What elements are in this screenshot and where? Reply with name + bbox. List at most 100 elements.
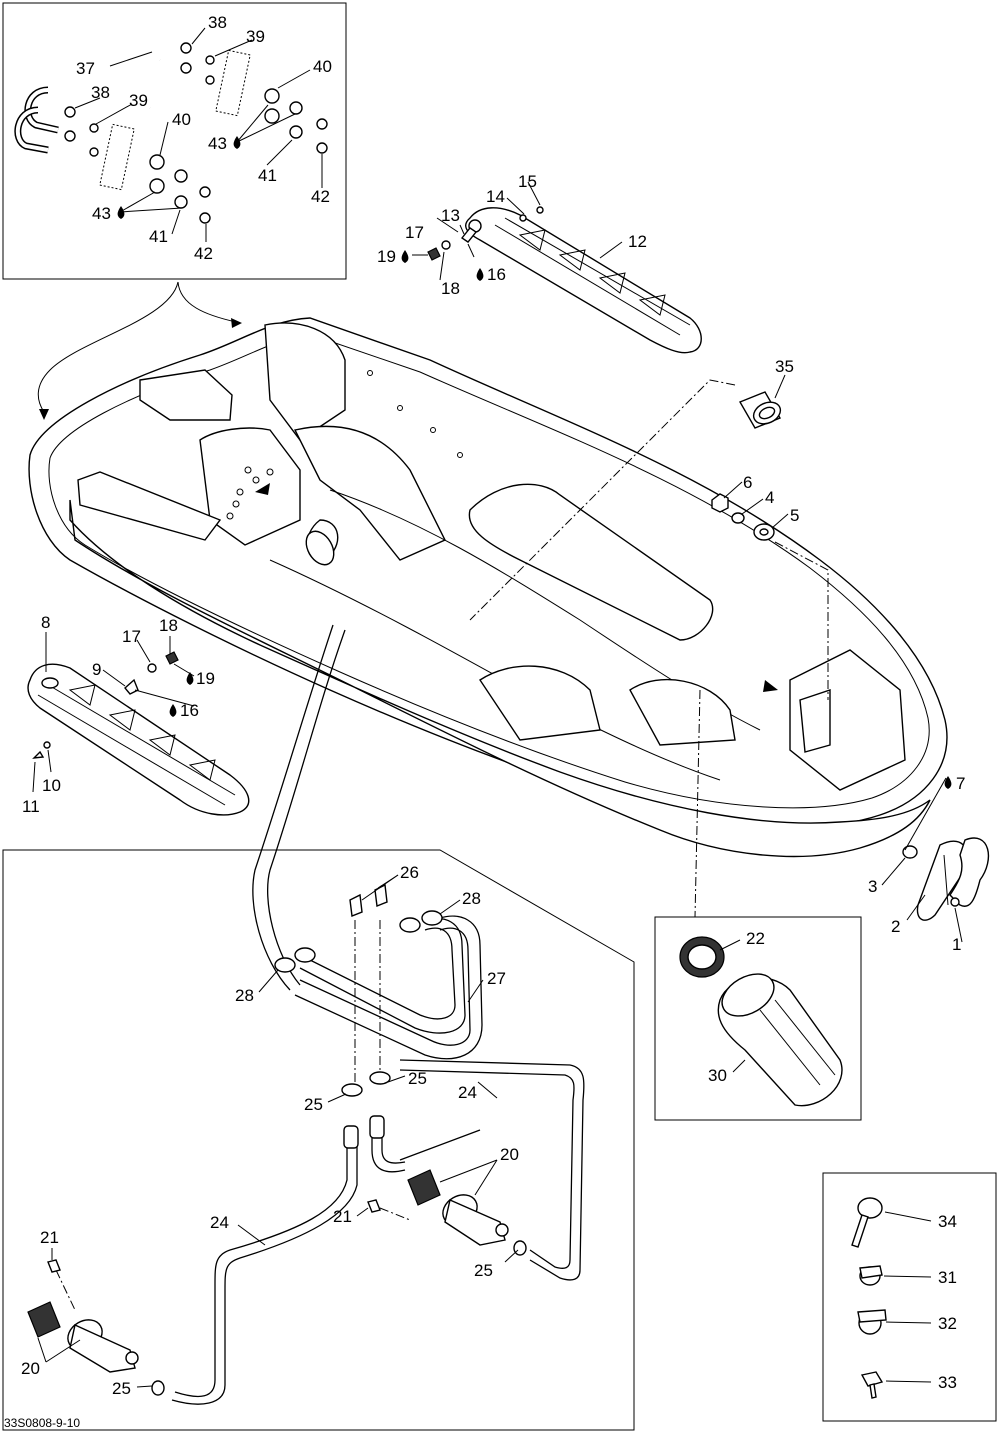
assembly-line-cap	[694, 689, 701, 918]
callout-30: 30	[708, 1066, 727, 1085]
callout-19: 19	[196, 669, 215, 688]
callout-6: 6	[743, 473, 752, 492]
fasteners-upper	[427, 206, 544, 261]
drop-icon	[401, 250, 409, 263]
callout-38: 38	[91, 83, 110, 102]
bow-eye-assembly	[902, 837, 990, 921]
callout-43: 43	[92, 204, 111, 223]
inset-box-cap	[654, 916, 862, 1121]
drop-icon	[944, 776, 952, 789]
fasteners-left	[32, 651, 179, 759]
callout-39: 39	[129, 91, 148, 110]
callout-28: 28	[235, 986, 254, 1005]
callout-24: 24	[210, 1213, 229, 1232]
callout-37: 37	[76, 59, 95, 78]
callout-25: 25	[408, 1069, 427, 1088]
callout-16: 16	[487, 265, 506, 284]
assembly-line-5	[774, 541, 829, 700]
arrowhead-right	[231, 318, 242, 328]
callout-4: 4	[765, 488, 774, 507]
drop-icon	[117, 206, 125, 219]
assembly-line-35	[469, 379, 736, 621]
callout-33: 33	[938, 1373, 957, 1392]
grip-bar-left	[27, 663, 250, 816]
callout-14: 14	[486, 187, 505, 206]
callout-20: 20	[21, 1359, 40, 1378]
cap-22	[679, 936, 725, 978]
drop-icon	[169, 704, 177, 717]
hex-nut-6	[711, 493, 729, 513]
callout-1: 1	[952, 935, 961, 954]
screw-21-right	[367, 1199, 381, 1213]
callout-2: 2	[891, 917, 900, 936]
callout-21: 21	[40, 1228, 59, 1247]
sleeve-35	[738, 391, 782, 429]
callout-26: 26	[400, 863, 419, 882]
handle-assembly-upper	[118, 18, 328, 154]
callout-19: 19	[377, 247, 396, 266]
callout-15: 15	[518, 172, 537, 191]
callout-7: 7	[956, 774, 965, 793]
inset-box-handles	[2, 2, 347, 280]
callout-41: 41	[258, 166, 277, 185]
callout-41: 41	[149, 227, 168, 246]
drop-icon	[233, 136, 241, 149]
callout-3: 3	[868, 877, 877, 896]
callout-18: 18	[159, 616, 178, 635]
clamp-31	[859, 1265, 883, 1286]
leader-lines	[32, 27, 963, 1388]
callout-18: 18	[441, 279, 460, 298]
arrowhead-left	[39, 409, 49, 420]
callout-25: 25	[474, 1261, 493, 1280]
callout-11: 11	[22, 797, 40, 816]
callout-39: 39	[246, 27, 265, 46]
drop-icon	[186, 672, 194, 685]
inset-box-hardware	[822, 1172, 997, 1422]
callout-8: 8	[41, 613, 50, 632]
callout-24: 24	[458, 1083, 477, 1102]
callout-12: 12	[628, 232, 647, 251]
callout-42: 42	[311, 187, 330, 206]
reference-code: 33S0808-9-10	[4, 1416, 80, 1430]
callout-35: 35	[775, 357, 794, 376]
storage-bag-30	[717, 973, 843, 1107]
screw-33	[860, 1371, 884, 1399]
callout-42: 42	[194, 244, 213, 263]
callout-40: 40	[172, 110, 191, 129]
callout-9: 9	[92, 660, 101, 679]
callout-22: 22	[746, 929, 765, 948]
callout-21: 21	[333, 1207, 352, 1226]
callout-32: 32	[938, 1314, 957, 1333]
callout-28: 28	[462, 889, 481, 908]
cable-tie-34	[851, 1197, 883, 1248]
drop-icons	[117, 136, 952, 789]
handle-assembly-lower	[14, 86, 211, 224]
drain-plug-right	[407, 1169, 509, 1246]
screw-21-left	[47, 1259, 61, 1273]
drain-hose-assembly	[151, 624, 585, 1405]
arrow-path-right	[177, 281, 237, 323]
callout-20: 20	[500, 1145, 519, 1164]
callout-34: 34	[938, 1212, 957, 1231]
callout-43: 43	[208, 134, 227, 153]
callout-17: 17	[405, 223, 424, 242]
callout-27: 27	[487, 969, 506, 988]
callout-13: 13	[441, 206, 460, 225]
clamp-32	[857, 1309, 887, 1335]
callout-40: 40	[313, 57, 332, 76]
arrow-path-left	[37, 281, 179, 413]
callout-5: 5	[790, 506, 799, 525]
callout-31: 31	[938, 1268, 957, 1287]
drain-plug-left	[27, 1301, 139, 1373]
callout-38: 38	[208, 13, 227, 32]
hull-body	[28, 317, 948, 858]
callout-25: 25	[112, 1379, 131, 1398]
callout-17: 17	[122, 627, 141, 646]
callout-25: 25	[304, 1095, 323, 1114]
inset-box-drain-hoses	[2, 849, 635, 1431]
callout-16: 16	[180, 701, 199, 720]
callout-10: 10	[42, 776, 61, 795]
assembly-line-21b	[379, 1207, 411, 1221]
washer-4	[731, 512, 745, 524]
